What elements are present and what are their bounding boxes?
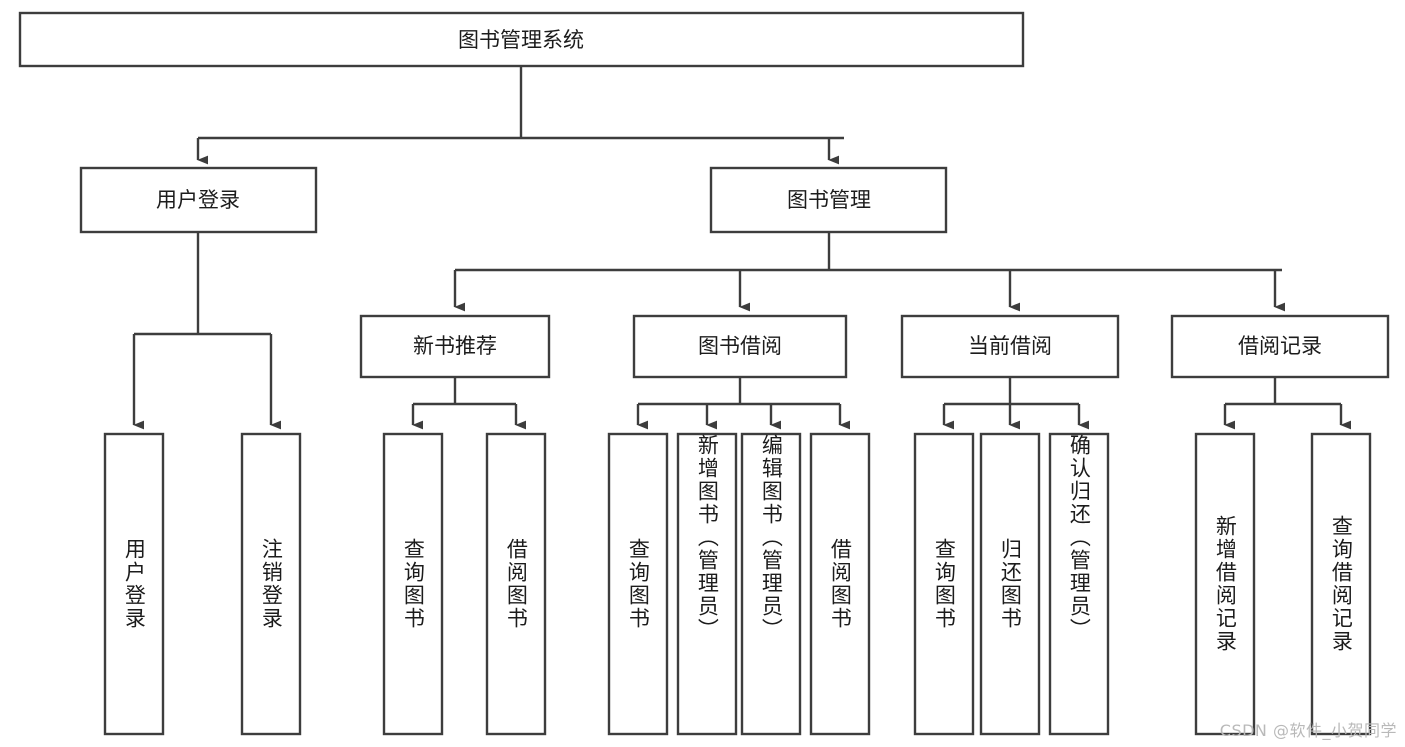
- leaf-box-current-borrow-1[interactable]: [979, 432, 1041, 736]
- node-book-borrow-label: 图书借阅: [698, 334, 782, 358]
- node-user-login[interactable]: 用户登录: [79, 166, 318, 234]
- leaf-box-borrow-record-1[interactable]: [1310, 432, 1372, 736]
- node-new-book-recommend-label: 新书推荐: [413, 334, 497, 358]
- edge-group-root-to-level2: [196, 66, 844, 165]
- leaf-boxes-user-login: [103, 432, 302, 736]
- leaf-box-book-borrow-3[interactable]: [809, 432, 871, 736]
- edge-group-userlogin-to-leaves: [132, 232, 282, 430]
- node-user-login-label: 用户登录: [156, 188, 240, 212]
- leaf-box-borrow-record-0[interactable]: [1194, 432, 1256, 736]
- leaf-boxes-new-book: [382, 432, 547, 736]
- leaf-box-new-book-1[interactable]: [485, 432, 547, 736]
- leaf-box-book-borrow-1[interactable]: [676, 432, 738, 736]
- node-root-system[interactable]: 图书管理系统: [18, 11, 1025, 68]
- node-current-borrow[interactable]: 当前借阅: [900, 314, 1120, 379]
- node-borrow-record-label: 借阅记录: [1238, 334, 1322, 358]
- csdn-watermark: CSDN @软件_小贺同学: [1219, 721, 1397, 740]
- leaf-box-current-borrow-2[interactable]: [1048, 432, 1110, 736]
- leaf-box-user-login-1[interactable]: [240, 432, 302, 736]
- node-new-book-recommend[interactable]: 新书推荐: [359, 314, 551, 379]
- edge-group-borrowrecord-to-leaves: [1223, 377, 1352, 430]
- edge-group-currentborrow-to-leaves: [942, 377, 1090, 430]
- edge-group-newbook-to-leaves: [411, 377, 527, 430]
- leaf-box-user-login-0[interactable]: [103, 432, 165, 736]
- edge-group-bookborrow-to-leaves: [636, 377, 851, 430]
- edge-group-bookmgmt-to-level3: [453, 232, 1286, 312]
- leaf-box-book-borrow-0[interactable]: [607, 432, 669, 736]
- node-book-borrow[interactable]: 图书借阅: [632, 314, 848, 379]
- node-borrow-record[interactable]: 借阅记录: [1170, 314, 1390, 379]
- leaf-box-new-book-0[interactable]: [382, 432, 444, 736]
- leaf-boxes-book-borrow: [607, 432, 871, 736]
- leaf-box-current-borrow-0[interactable]: [913, 432, 975, 736]
- node-book-management[interactable]: 图书管理: [709, 166, 948, 234]
- leaf-boxes-borrow-record: [1194, 432, 1372, 736]
- node-root-label: 图书管理系统: [458, 28, 584, 52]
- node-current-borrow-label: 当前借阅: [968, 334, 1052, 358]
- leaf-boxes-current-borrow: [913, 432, 1110, 736]
- node-book-management-label: 图书管理: [787, 188, 871, 212]
- leaf-box-book-borrow-2[interactable]: [740, 432, 802, 736]
